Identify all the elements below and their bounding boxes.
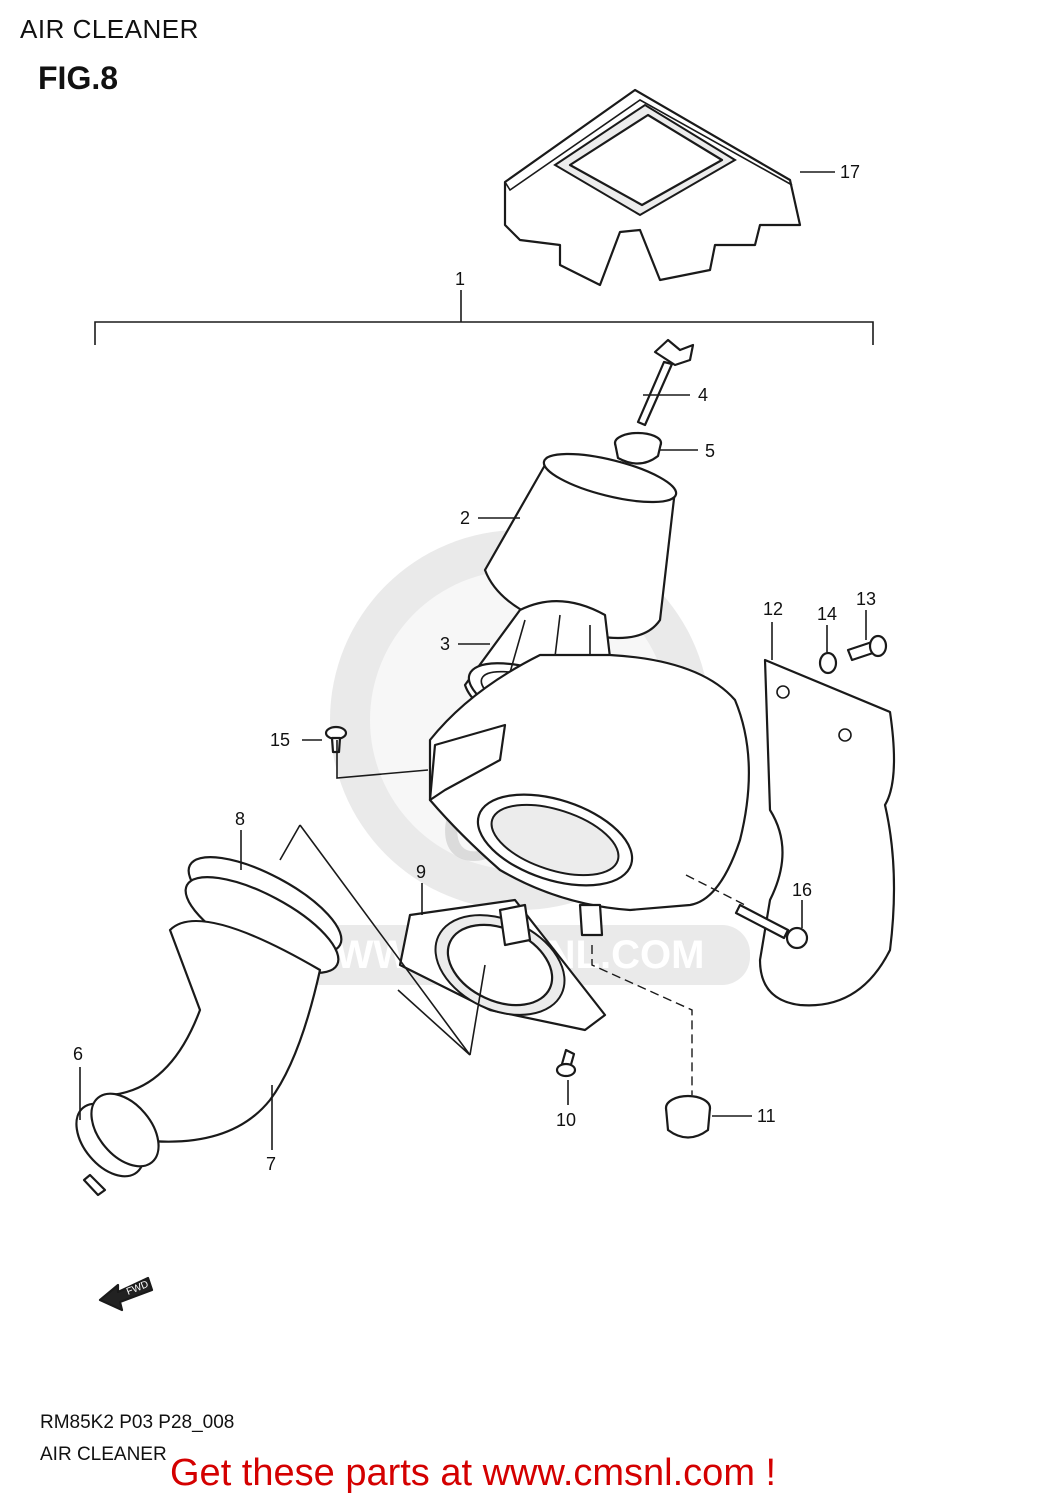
part-4-wing-bolt[interactable]: [636, 338, 695, 427]
callout-4: 4: [698, 385, 708, 405]
part-15-screw[interactable]: [324, 725, 348, 754]
air-cleaner-case[interactable]: [428, 653, 750, 937]
footer-title: AIR CLEANER: [40, 1444, 167, 1465]
callout-3: 3: [440, 634, 450, 654]
diagram-code: RM85K2 P03 P28_008: [40, 1412, 235, 1433]
callout-15: 15: [270, 730, 290, 750]
part-9-joint-plate[interactable]: [398, 895, 607, 1034]
callout-13: 13: [856, 589, 876, 609]
callout-16: 16: [792, 880, 812, 900]
part-16-bolt[interactable]: [734, 903, 809, 950]
part-2-filter-element[interactable]: [483, 444, 680, 640]
part-8-clamp[interactable]: [173, 839, 354, 992]
diagram-title: AIR CLEANER: [20, 14, 199, 44]
part-12-side-plate[interactable]: [758, 658, 896, 1007]
part-11-cap[interactable]: [664, 1094, 712, 1139]
callout-12: 12: [763, 599, 783, 619]
callout-6: 6: [73, 1044, 83, 1064]
part-14-nut[interactable]: [818, 651, 838, 675]
promo-link[interactable]: Get these parts at www.cmsnl.com !: [170, 1452, 777, 1494]
callout-9: 9: [416, 862, 426, 882]
callout-8: 8: [235, 809, 245, 829]
callout-1: 1: [455, 269, 465, 289]
part-13-screw[interactable]: [846, 634, 888, 662]
callout-2: 2: [460, 508, 470, 528]
part-10-screw[interactable]: [555, 1048, 577, 1078]
figure-label: FIG.8: [38, 60, 119, 96]
part-7-intake-tube[interactable]: [108, 919, 322, 1143]
callout-11: 11: [757, 1106, 776, 1126]
callout-labels: 1 2 3 4 5 6 7 8 9 10 11 12 13 14 15 16 1…: [73, 162, 876, 1174]
callout-7: 7: [266, 1154, 276, 1174]
assembly-bracket: [94, 290, 874, 345]
callout-10: 10: [556, 1110, 576, 1130]
callout-5: 5: [705, 441, 715, 461]
part-6-hose-clamp[interactable]: [63, 1081, 172, 1197]
part-17-cover[interactable]: [503, 88, 802, 287]
leader-lines: [79, 171, 867, 1150]
callout-14: 14: [817, 604, 837, 624]
fwd-arrow-icon: FWD: [98, 1276, 154, 1312]
callout-17: 17: [840, 162, 860, 182]
part-5-washer[interactable]: [613, 431, 663, 465]
